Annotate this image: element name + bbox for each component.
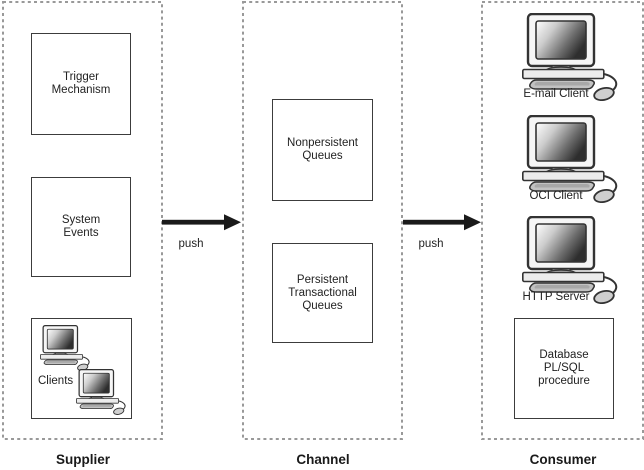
push-arrow-supplier-to-channel [162,214,241,231]
persistent-transactional-queues-label: Persistent Transactional Queues [288,273,357,312]
consumer-region-outline [481,1,644,440]
nonpersistent-queues-box: Nonpersistent Queues [272,99,373,201]
computer-icon [40,325,90,371]
section-label-consumer: Consumer [529,452,597,467]
push-label: push [418,238,444,250]
channel-region-outline [242,1,403,440]
email-client-label: E-mail Client [523,88,589,100]
http-server-label: HTTP Server [522,291,590,303]
computer-icon [76,369,126,415]
trigger-mechanism-box: Trigger Mechanism [31,33,131,135]
section-label-channel: Channel [296,452,350,467]
push-label: push [178,238,204,250]
database-plsql-procedure-label: Database PL/SQL procedure [538,349,590,387]
oci-client-label: OCI Client [529,190,583,202]
trigger-mechanism-label: Trigger Mechanism [51,71,111,96]
system-events-label: System Events [61,214,101,239]
push-arrow-channel-to-consumer [403,214,481,231]
database-plsql-procedure-box: Database PL/SQL procedure [514,318,614,419]
persistent-transactional-queues-box: Persistent Transactional Queues [272,243,373,343]
section-label-supplier: Supplier [55,452,110,467]
nonpersistent-queues-label: Nonpersistent Queues [287,137,358,162]
supplier-region-outline [2,1,163,440]
system-events-box: System Events [31,177,131,277]
clients-label: Clients [38,375,74,387]
